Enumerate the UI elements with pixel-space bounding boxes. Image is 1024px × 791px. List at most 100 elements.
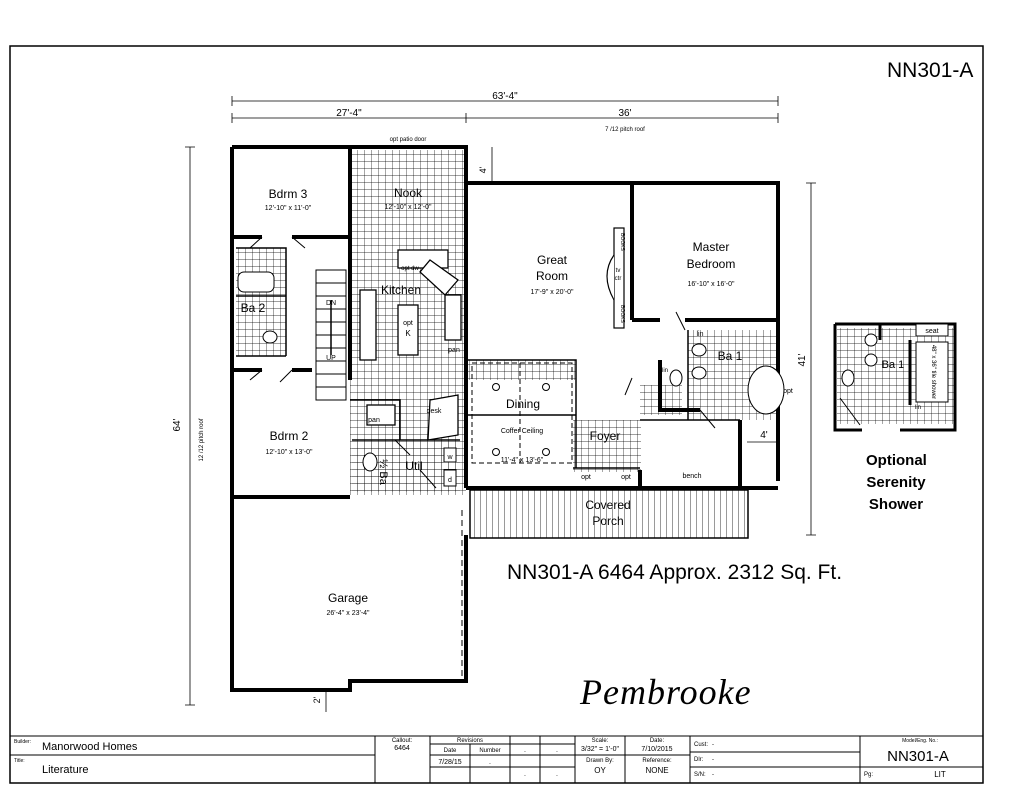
room-porch-2: Porch xyxy=(592,514,623,528)
optional-serenity-shower-label: Optional Serenity Shower xyxy=(866,450,927,516)
door-swings xyxy=(249,236,861,489)
optional-shower-plan xyxy=(833,322,957,432)
tb-callout-label: Callout: xyxy=(392,738,413,744)
tb-model-label: Model/Eng. No.: xyxy=(902,738,938,744)
room-nook-size: 12'-10" x 12'-0" xyxy=(385,204,432,211)
opt-shower-label: 48" x 36" tile shower xyxy=(930,345,936,399)
label-tv: tv xyxy=(616,268,621,274)
dim-garage-jog: 2' xyxy=(312,696,322,703)
plan-name: Pembrooke xyxy=(580,672,752,712)
room-garage-size: 26'-4" x 23'-4" xyxy=(326,610,370,617)
room-great-2: Room xyxy=(536,269,568,283)
label-opt-k: opt xyxy=(403,320,413,327)
tb-ref: NONE xyxy=(645,766,668,775)
room-kitchen: Kitchen xyxy=(381,283,421,297)
tb-builder-label: Builder: xyxy=(14,739,31,745)
roof-pitch-left: 12 /12 pitch roof xyxy=(199,418,205,461)
tb-scale-label: Scale: xyxy=(592,738,609,744)
tb-revisions: Revisions xyxy=(457,738,483,744)
label-dn: DN xyxy=(326,300,336,307)
tb-builder: Manorwood Homes xyxy=(42,741,138,753)
thin-walls xyxy=(236,247,740,469)
label-bench: bench xyxy=(682,473,701,480)
label-books2: BOOKS xyxy=(619,305,625,323)
room-nook: Nook xyxy=(394,186,423,200)
room-ba2: Ba 2 xyxy=(241,301,266,315)
tb-date2: 7/10/2015 xyxy=(641,746,672,753)
room-master-1: Master xyxy=(693,240,730,254)
fireplace xyxy=(606,227,625,329)
dim-left-width: 27'-4" xyxy=(336,108,362,119)
garage-details xyxy=(230,510,463,680)
tb-dlr: - xyxy=(712,757,714,763)
room-ba1: Ba 1 xyxy=(718,349,743,363)
label-up: UP xyxy=(326,355,336,362)
dim-jog-bottom: 4' xyxy=(760,430,768,441)
room-bdrm3-size: 12'-10" x 11'-0" xyxy=(265,205,312,212)
tb-dot-4: . xyxy=(524,771,526,778)
tb-rev-date: 7/28/15 xyxy=(438,759,461,766)
room-util: Util xyxy=(405,459,422,473)
kitchen-counters xyxy=(359,249,462,441)
optional-line-2: Serenity xyxy=(866,474,926,491)
label-lin: lin xyxy=(696,331,703,338)
label-opt-tub: opt xyxy=(783,388,793,395)
room-dining-size: 11'-4" x 13'-6" xyxy=(501,457,544,464)
label-desk: desk xyxy=(427,408,442,415)
opt-seat: seat xyxy=(925,328,938,335)
model-code-header: NN301-A xyxy=(887,59,974,82)
opt-ba1: Ba 1 xyxy=(882,359,905,371)
tb-cust-label: Cust: xyxy=(694,742,708,748)
room-great-1: Great xyxy=(537,253,568,267)
opt-patio-door: opt patio door xyxy=(390,137,427,143)
label-ctr: ctr xyxy=(615,276,622,282)
label-opt-door1: opt xyxy=(581,474,591,481)
optional-line-1: Optional xyxy=(866,452,927,469)
tb-cust: - xyxy=(712,742,714,748)
label-pan: pan xyxy=(448,347,460,354)
room-bdrm2-size: 12'-10" x 13'-0" xyxy=(266,449,313,456)
room-coffer: Coffer Ceiling xyxy=(501,428,543,435)
room-porch-1: Covered xyxy=(585,498,630,512)
tb-dlr-label: Dlr: xyxy=(694,757,704,763)
tb-title: Literature xyxy=(42,764,88,776)
label-pan2: pan xyxy=(368,417,380,424)
roof-pitch-right: 7 /12 pitch roof xyxy=(605,127,645,133)
room-great-size: 17'-9" x 20'-0" xyxy=(530,289,574,296)
room-master-size: 16'-10" x 16'-0" xyxy=(688,281,735,288)
label-opt-dw: opt dw xyxy=(401,266,419,272)
dim-right-depth: 41' xyxy=(797,353,808,366)
tb-title-label: Title: xyxy=(14,758,25,764)
dim-depth: 64' xyxy=(172,418,183,431)
tb-dot-2: . xyxy=(524,747,526,754)
tb-drawn-label: Drawn By: xyxy=(586,758,614,764)
tb-rev-number-label: Number xyxy=(479,748,500,754)
tb-drawn: OY xyxy=(594,766,606,775)
tb-sn-label: S/N: xyxy=(694,772,706,778)
dim-right-width: 36' xyxy=(618,108,631,119)
room-master-2: Bedroom xyxy=(687,257,736,271)
tb-pg-label: Pg: xyxy=(864,772,873,778)
porch-deck xyxy=(469,489,749,539)
stairs xyxy=(315,269,347,401)
title-block xyxy=(10,735,983,783)
ceiling-lights xyxy=(492,383,550,456)
page-border xyxy=(9,45,984,784)
tb-pg: LIT xyxy=(934,770,946,779)
room-half-bath: ½ Ba xyxy=(377,459,389,486)
tb-callout: 6464 xyxy=(394,745,410,752)
bath-fixtures xyxy=(237,271,878,487)
dimension-lines xyxy=(185,96,816,712)
label-k: K xyxy=(405,329,411,338)
tb-scale: 3/32" = 1'-0" xyxy=(581,746,620,753)
square-footage-label: NN301-A 6464 Approx. 2312 Sq. Ft. xyxy=(507,561,843,584)
label-w: w xyxy=(446,454,453,461)
dim-overall: 63'-4" xyxy=(492,91,518,102)
coffer-ceiling xyxy=(471,362,573,464)
label-opt-door2: opt xyxy=(621,474,631,481)
room-dining: Dining xyxy=(506,397,540,411)
tb-dot-3: . xyxy=(556,747,558,754)
tb-date2-label: Date: xyxy=(650,738,665,744)
tb-dot-1: . xyxy=(489,759,491,766)
